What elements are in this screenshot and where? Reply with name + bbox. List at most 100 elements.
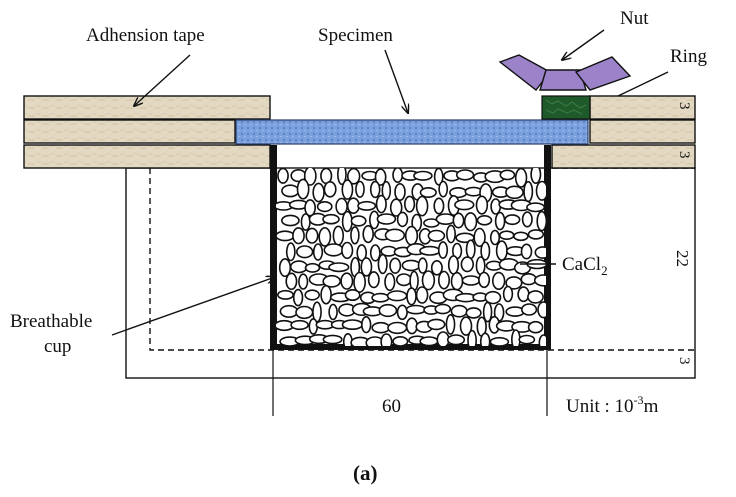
granule [292,288,304,307]
granule [478,271,491,289]
granule [285,272,298,291]
granule [505,276,523,290]
granule [376,213,397,225]
granule [392,336,409,346]
granule [341,241,354,260]
granule [499,169,516,181]
granule [526,202,546,213]
granule [322,213,340,225]
granule [495,240,508,261]
granule [280,214,300,227]
granule [421,270,436,291]
granule [322,334,343,345]
granule [454,199,475,211]
granule [530,168,542,184]
granule [362,225,375,244]
granule [433,168,444,186]
granule [465,307,482,319]
granule [323,243,344,257]
granule [430,259,443,276]
granule [322,274,342,288]
granule [360,257,373,277]
granule [437,270,450,290]
granule [535,180,546,201]
granule [476,215,493,226]
arrow-specimen [384,49,408,113]
granule [371,321,391,334]
granule [312,182,325,203]
granule [320,284,332,305]
granule [371,292,390,303]
granule [323,181,337,198]
granule [305,227,319,244]
granule [276,230,295,242]
granule [513,231,529,242]
granule [378,303,398,318]
granule [459,316,473,336]
granule [502,285,514,303]
granule [332,225,344,246]
granule [415,195,429,217]
granule [514,168,528,188]
granule [300,213,311,231]
granule [438,180,449,198]
label-breathable: Breathable [10,311,92,332]
ring-block [541,95,591,120]
granule [523,180,534,203]
granule [482,301,493,323]
granule [406,287,417,306]
granule [296,178,310,200]
label-adhesion-tape: Adhension tape [86,25,205,46]
granule [384,228,406,242]
dim-layer-top: 3 [676,102,692,110]
granule [401,259,421,272]
granule [405,304,427,315]
granule [386,290,408,302]
cacl2-granules [276,168,546,346]
granule [369,244,381,262]
granule [369,180,381,199]
granule [492,271,506,291]
granule [344,288,361,301]
granule [445,224,456,244]
granule [475,195,489,215]
arrow-nut [562,29,605,60]
granule [415,286,429,304]
granule [389,257,402,274]
dim-base: 3 [676,357,692,365]
granule [521,211,533,228]
label-specimen: Specimen [318,25,393,46]
granule [292,227,305,245]
granule [337,168,347,186]
granule [303,168,317,186]
granule [518,334,536,345]
cup-bottom-wall [270,344,551,350]
tape-left-top [23,95,271,120]
granule [520,243,533,260]
unit-label: Unit : 10-3m [566,393,659,417]
arrow-adhesion-tape [134,54,191,106]
granule [357,200,377,211]
granule [452,212,465,229]
granule [394,183,406,202]
tape-right-middle [589,119,696,144]
granule [374,168,387,186]
granule [520,303,538,316]
tape-left-middle [23,119,236,144]
granule [446,334,466,346]
granule [480,241,491,261]
granule [437,241,449,259]
pointer-ring [617,71,669,97]
granule [536,210,546,232]
granule [498,230,515,240]
granule [489,336,510,346]
granule [520,273,537,286]
granule [527,229,545,240]
granule [304,199,316,217]
specimen-sheet [235,119,589,145]
granule [427,318,446,331]
granule [417,257,428,274]
granule [435,213,456,225]
granule [505,185,524,200]
nut-shape [498,54,632,91]
